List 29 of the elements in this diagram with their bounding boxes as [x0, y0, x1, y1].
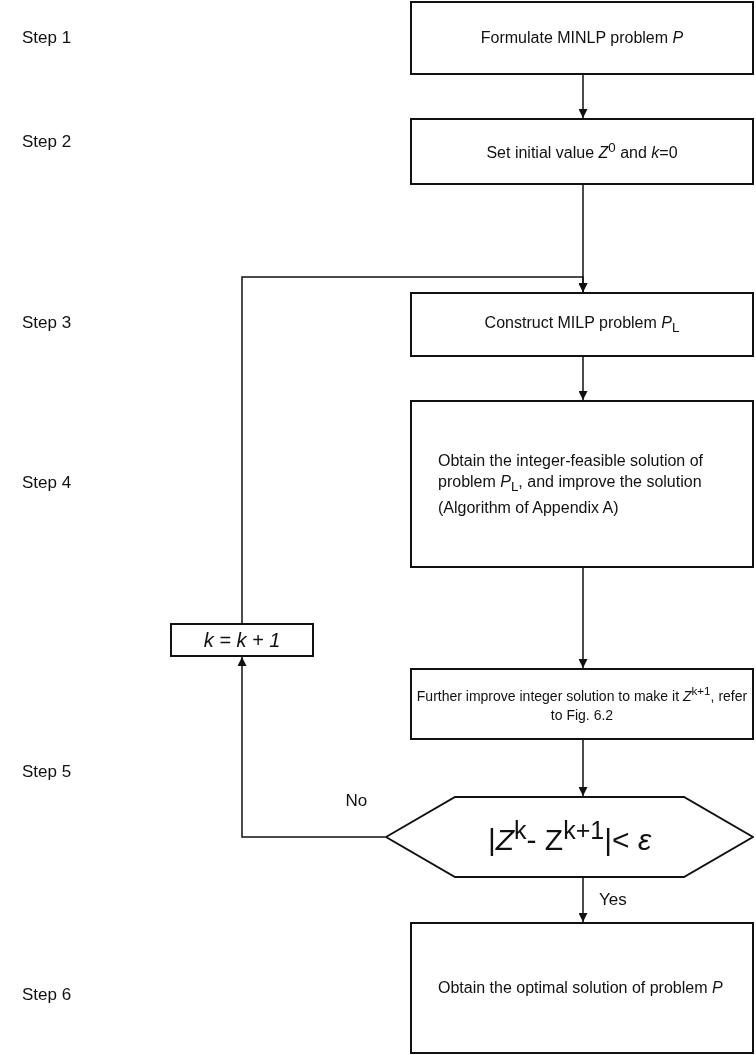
process-box [170, 623, 314, 657]
step-label: Step 4 [22, 473, 72, 493]
arrow [578, 877, 588, 923]
arrow [578, 739, 588, 797]
process-box [410, 922, 754, 1054]
step-label: Step 2 [22, 132, 72, 152]
arrow [241, 276, 588, 624]
node-text: Obtain the optimal solution of problem P [437, 978, 724, 999]
step-label: Step 3 [22, 313, 72, 333]
arrow [578, 356, 588, 401]
node-text: k = k + 1 [203, 627, 281, 653]
node-text: Set initial value Z$^{0}$ and k=0 [486, 139, 678, 164]
process-box [410, 400, 754, 568]
node-text: |Z$^{k}$- Z$^{k+1}$|< ε [487, 814, 652, 858]
arrow [578, 567, 588, 669]
step-label: Step 5 [22, 762, 72, 782]
arrow [237, 656, 386, 838]
step-label: Step 1 [22, 28, 72, 48]
node-text: Obtain the integer-feasible solution of problem P$_{L}$, and improve the solution (Algorithm of Appendix A) [437, 450, 705, 518]
step-label: Step 6 [22, 985, 72, 1005]
process-box [410, 1, 754, 75]
process-box [410, 292, 754, 357]
node-text: Formulate MINLP problem P [480, 28, 684, 49]
node-text: Further improve integer solution to make it Z$^{k+1}$, refer to Fig. 6.2 [415, 683, 749, 725]
decision-hexagon [385, 796, 754, 878]
arrow [578, 74, 588, 119]
process-box [410, 118, 754, 185]
node-text: Construct MILP problem P$_{L}$ [484, 312, 680, 338]
process-box [410, 668, 754, 740]
